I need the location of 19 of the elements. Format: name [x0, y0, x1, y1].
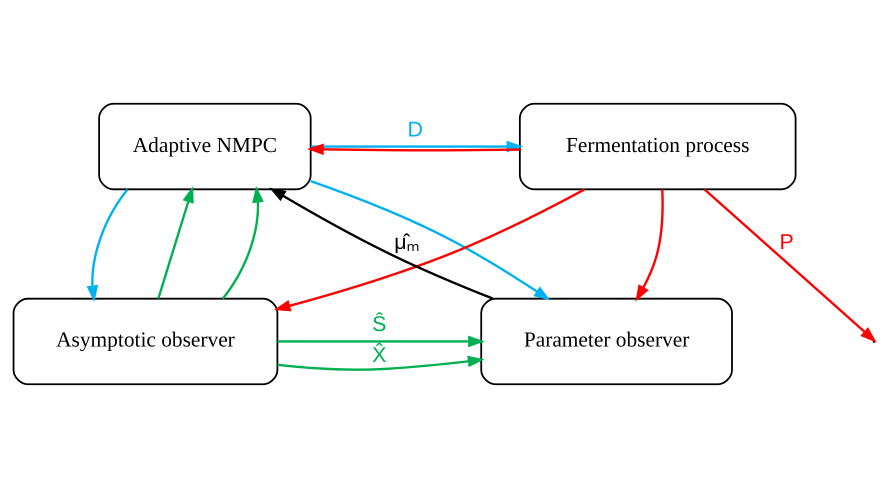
arrow: [635, 189, 664, 302]
arrow: [86, 188, 128, 302]
arrow: [222, 186, 264, 300]
edge-label: P: [780, 230, 794, 254]
arrow: [307, 143, 520, 156]
arrow: [274, 188, 586, 312]
node-box: Fermentation process: [518, 102, 796, 190]
arrow: [269, 188, 494, 300]
node-box: Parameter observer: [480, 298, 733, 386]
edge-label: X̂: [372, 343, 386, 368]
edge-label: Ŝ: [372, 312, 386, 336]
arrow: [310, 180, 550, 300]
node-box: Asymptotic observer: [12, 298, 278, 386]
edge-label: μ̂ₘ: [394, 230, 420, 254]
arrow: [278, 336, 485, 348]
edge-label: D: [408, 117, 423, 142]
arrow: [157, 186, 194, 299]
arrow: [277, 356, 484, 371]
node-box: Adaptive NMPC: [98, 102, 312, 190]
